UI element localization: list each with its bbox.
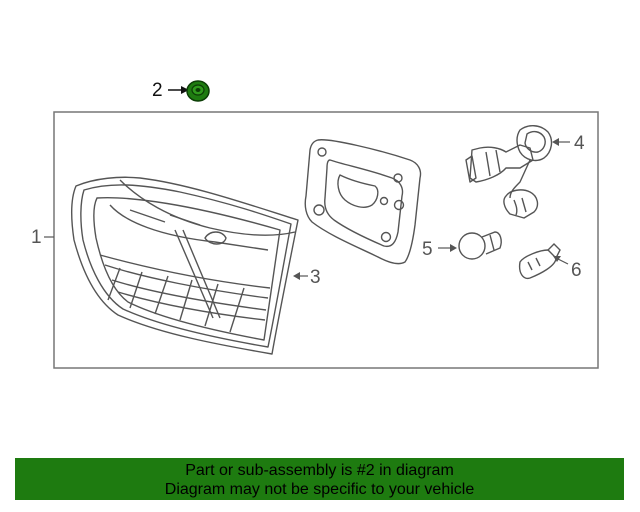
tail-lamp-housing[interactable]	[70, 176, 299, 355]
callout-5-number: 5	[422, 239, 433, 260]
callout-6-number: 6	[571, 260, 582, 281]
parts-diagram: 2 1 3	[31, 80, 599, 369]
callout-1[interactable]: 1	[31, 227, 54, 248]
callout-4-number: 4	[574, 133, 585, 154]
info-banner: Part or sub-assembly is #2 in diagram Di…	[15, 458, 624, 500]
callout-4[interactable]: 4	[552, 133, 585, 154]
callout-2[interactable]: 2	[152, 80, 189, 101]
banner-line-2: Diagram may not be specific to your vehi…	[164, 481, 475, 498]
socket-wiring-part[interactable]	[465, 125, 553, 219]
grommet-part[interactable]	[186, 80, 210, 102]
callout-2-number: 2	[152, 80, 163, 101]
bulb-6-part[interactable]: 6	[518, 243, 582, 281]
callout-1-number: 1	[31, 227, 42, 248]
callout-3-number: 3	[310, 267, 321, 288]
assembly-frame	[53, 111, 599, 369]
callout-3[interactable]: 3	[293, 267, 321, 288]
bulb-5-part[interactable]: 5	[422, 231, 502, 260]
gasket-part[interactable]	[304, 139, 422, 265]
banner-line-1: Part or sub-assembly is #2 in diagram	[185, 462, 454, 479]
